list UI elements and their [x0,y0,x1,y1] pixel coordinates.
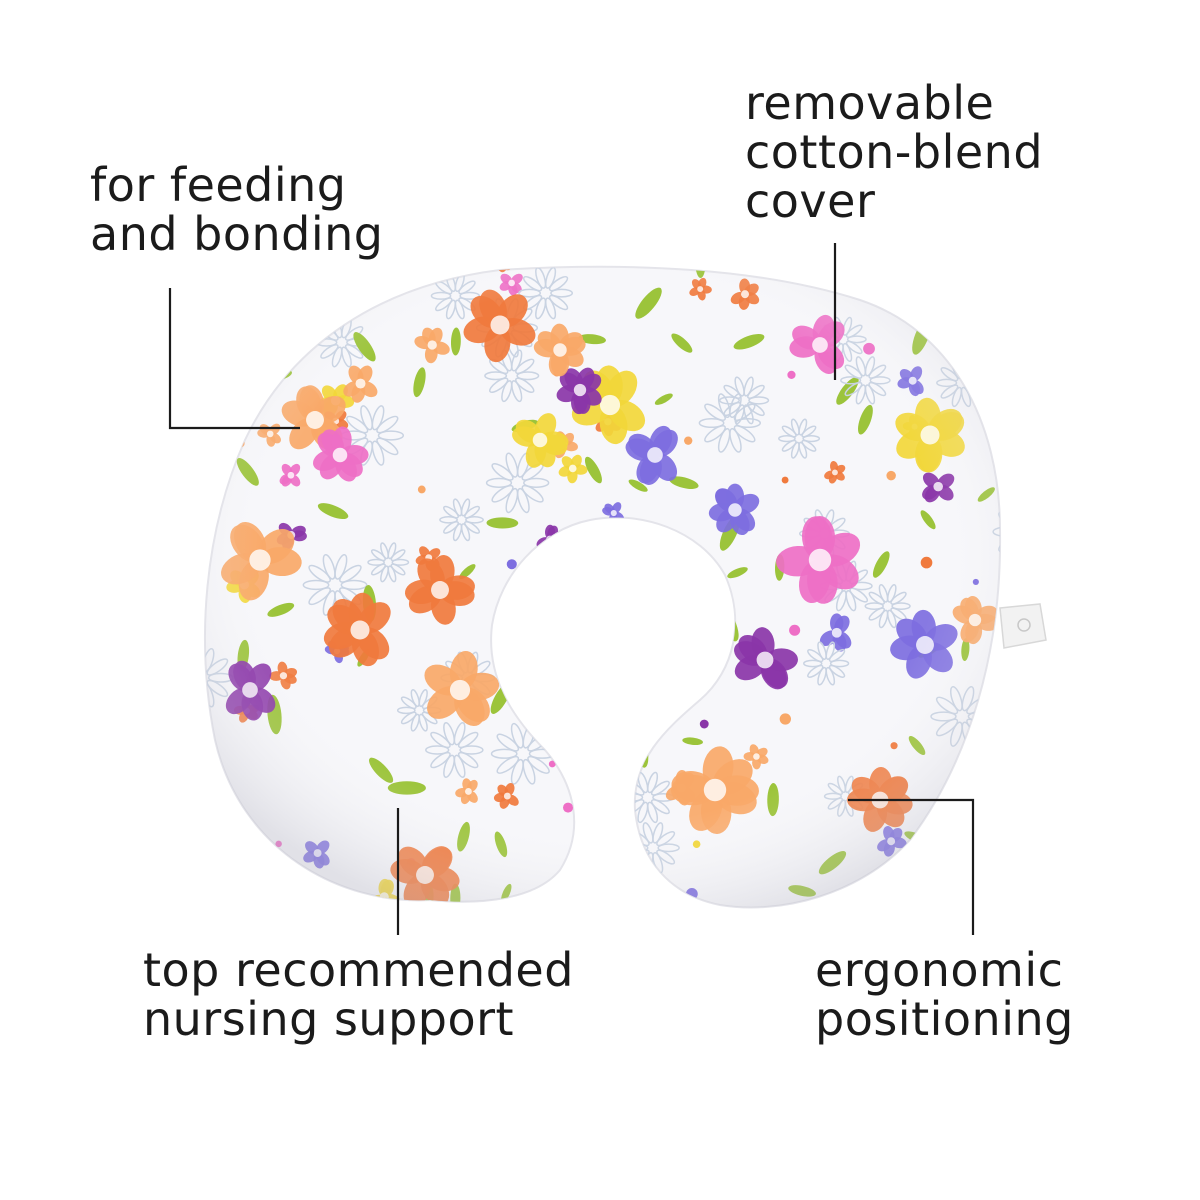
flower-motif [619,696,649,724]
flower-motif [686,635,718,671]
dot-motif [611,843,623,854]
flower-motif [174,564,205,597]
outline-daisy-motif [992,511,1001,553]
leaf-motif [276,891,294,908]
dot-motif [933,900,943,908]
leaf-motif [999,367,1001,404]
flower-motif [1001,282,1038,319]
outline-daisy-motif [205,872,253,908]
dot-motif [953,241,962,250]
dot-motif [1022,693,1029,700]
leaf-motif [238,824,253,864]
dot-motif [268,329,277,337]
flower-motif [585,544,614,580]
pillow-body [158,218,1038,909]
leader-line-feeding [168,288,300,430]
flower-motif [537,553,564,578]
leaf-motif [966,340,996,357]
leader-line-ergonomic [848,798,975,935]
outline-daisy-motif [614,593,666,643]
callout-cover-line2: cotton-blend [745,125,1044,179]
dot-motif [974,893,986,904]
outline-daisy-motif [343,266,386,303]
outline-daisy-motif [623,640,687,702]
dot-motif [185,482,196,493]
dot-motif [1020,352,1028,360]
flower-motif [500,590,539,627]
leader-lines [168,243,975,935]
dot-motif [928,302,941,315]
outline-daisy-motif [572,607,620,654]
callout-support-line1: top recommended [143,943,574,997]
dot-motif [840,253,849,262]
callout-ergonomic-line2: positioning [815,992,1074,1046]
callout-cover-line1: removable [745,76,995,130]
callout-support-line2: nursing support [143,992,515,1046]
callout-feeding-bonding: for feeding and bonding [90,161,384,259]
callout-nursing-support: top recommended nursing support [143,946,574,1044]
outline-daisy-motif [623,545,690,609]
leaf-motif [468,232,493,264]
flower-motif [513,669,533,689]
flower-motif [497,266,512,273]
dot-motif [556,622,564,630]
flower-motif [563,717,615,773]
callout-feeding-line2: and bonding [90,207,384,261]
outline-daisy-motif [998,415,1001,424]
flower-motif [726,266,755,275]
callout-cover-line3: cover [745,174,876,228]
callout-feeding-line1: for feeding [90,158,347,212]
leaf-motif [602,903,623,908]
outline-daisy-motif [534,688,582,733]
callout-ergonomic-positioning: ergonomic positioning [815,946,1074,1044]
outline-daisy-motif [947,266,1001,328]
outline-daisy-motif [205,373,218,407]
leaf-motif [863,231,887,260]
callout-removable-cover: removable cotton-blend cover [745,79,1043,226]
outline-daisy-motif [224,267,271,311]
care-tag [999,603,1047,649]
flower-motif [1000,790,1033,824]
leaf-motif [999,871,1024,888]
leaf-motif [1010,817,1029,851]
callout-ergonomic-line1: ergonomic [815,943,1064,997]
dot-motif [241,390,251,400]
leaf-motif [593,230,624,248]
flower-motif [158,606,199,646]
leaf-motif [168,692,190,710]
dot-motif [834,890,846,902]
flower-motif [414,218,454,259]
